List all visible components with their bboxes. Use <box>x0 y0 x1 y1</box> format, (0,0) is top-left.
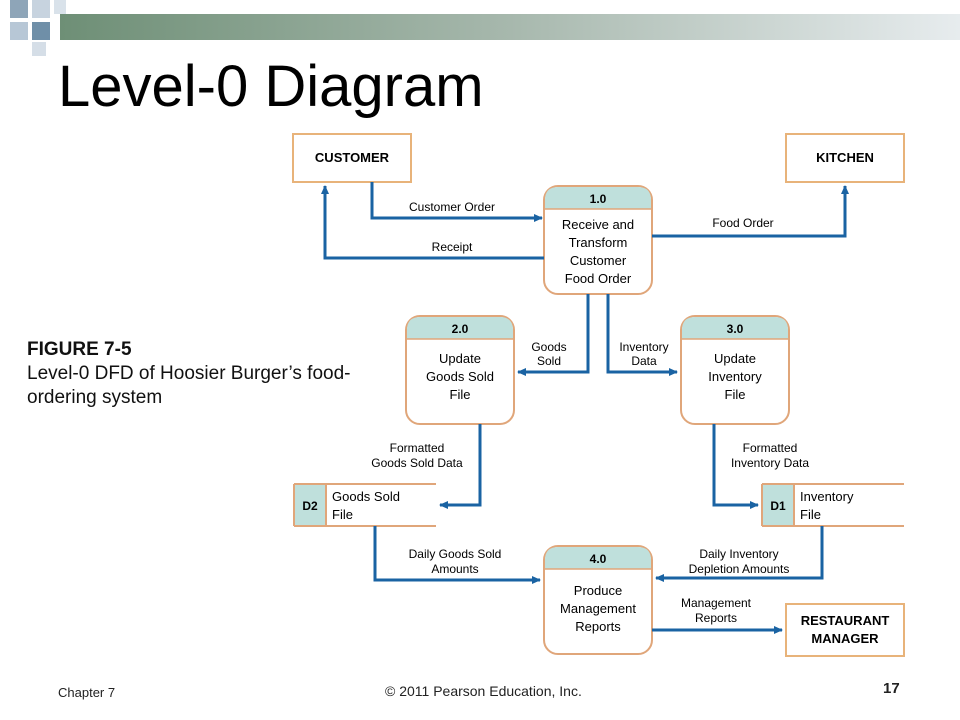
flow-daily-inventory-label: Daily Inventory <box>699 547 778 561</box>
process-2-line: Goods Sold <box>426 369 494 384</box>
process-1: 1.0 Receive and Transform Customer Food … <box>543 185 653 295</box>
flow-inventory-data-label: Data <box>631 354 657 368</box>
process-2-line: Update <box>439 351 481 366</box>
process-3-line: Update <box>714 351 756 366</box>
flow-goods-sold-label: Goods <box>531 340 566 354</box>
process-1-id: 1.0 <box>590 192 607 206</box>
flow-formatted-inventory-label: Inventory Data <box>731 456 809 470</box>
process-4-line: Management <box>560 601 636 616</box>
data-store-d1-line: Inventory <box>800 489 854 504</box>
entity-customer-label: CUSTOMER <box>315 150 390 165</box>
process-3-line: File <box>725 387 746 402</box>
entity-kitchen: KITCHEN <box>785 133 905 183</box>
process-1-line: Customer <box>570 253 627 268</box>
flow-receipt-label: Receipt <box>432 240 473 254</box>
process-4-line: Reports <box>575 619 621 634</box>
process-4-line: Produce <box>574 583 622 598</box>
flow-food-order-arrow <box>652 185 849 238</box>
process-1-line: Transform <box>569 235 628 250</box>
process-4-id: 4.0 <box>590 552 607 566</box>
data-store-d1-id: D1 <box>770 499 786 513</box>
flow-formatted-goods-arrow <box>439 424 482 509</box>
data-store-d1-line: File <box>800 507 821 522</box>
data-store-d2-id: D2 <box>302 499 318 513</box>
flow-customer-order-arrow <box>370 182 543 222</box>
flow-customer-order-label: Customer Order <box>409 200 495 214</box>
footer-copyright: © 2011 Pearson Education, Inc. <box>385 683 582 699</box>
entity-manager-label-line2: MANAGER <box>811 631 879 646</box>
data-store-d2: D2 Goods Sold File <box>293 483 436 527</box>
flow-management-reports-label: Management <box>681 596 752 610</box>
flow-daily-goods-label: Daily Goods Sold <box>409 547 502 561</box>
entity-manager-label-line1: RESTAURANT <box>801 613 890 628</box>
process-2: 2.0 Update Goods Sold File <box>405 315 515 425</box>
flow-daily-inventory-arrow <box>655 526 824 582</box>
flow-management-reports-label: Reports <box>695 611 737 625</box>
flow-formatted-goods-label: Formatted <box>390 441 445 455</box>
footer-page-number: 17 <box>883 680 900 697</box>
flow-daily-goods-arrow <box>373 526 541 584</box>
entity-customer: CUSTOMER <box>292 133 412 183</box>
entity-kitchen-label: KITCHEN <box>816 150 874 165</box>
data-store-d2-line: Goods Sold <box>332 489 400 504</box>
flow-goods-sold-label: Sold <box>537 354 561 368</box>
process-2-line: File <box>450 387 471 402</box>
figure-label: FIGURE 7-5 <box>27 339 132 360</box>
data-store-d2-line: File <box>332 507 353 522</box>
slide-title: Level-0 Diagram <box>58 54 484 119</box>
entity-restaurant-manager: RESTAURANT MANAGER <box>785 603 905 657</box>
flow-daily-inventory-label: Depletion Amounts <box>689 562 790 576</box>
flow-inventory-data-arrow <box>606 294 678 376</box>
flow-formatted-inventory-label: Formatted <box>743 441 798 455</box>
figure-caption: FIGURE 7-5 Level-0 DFD of Hoosier Burger… <box>27 338 387 410</box>
flow-receipt-arrow <box>321 185 544 260</box>
flow-daily-goods-label: Amounts <box>431 562 478 576</box>
flow-inventory-data-label: Inventory <box>619 340 668 354</box>
process-1-line: Food Order <box>565 271 632 286</box>
title-decoration-bar <box>10 0 960 56</box>
process-2-id: 2.0 <box>452 322 469 336</box>
process-1-line: Receive and <box>562 217 634 232</box>
flow-food-order-label: Food Order <box>712 216 773 230</box>
flow-formatted-inventory-arrow <box>712 424 759 509</box>
figure-caption-text: Level-0 DFD of Hoosier Burger’s food-ord… <box>27 363 351 408</box>
process-3-id: 3.0 <box>727 322 744 336</box>
process-4: 4.0 Produce Management Reports <box>543 545 653 655</box>
footer-chapter: Chapter 7 <box>58 685 116 700</box>
data-store-d1: D1 Inventory File <box>761 483 904 527</box>
flow-formatted-goods-label: Goods Sold Data <box>371 456 463 470</box>
process-3: 3.0 Update Inventory File <box>680 315 790 425</box>
flow-goods-sold-arrow <box>517 294 590 376</box>
process-3-line: Inventory <box>708 369 762 384</box>
